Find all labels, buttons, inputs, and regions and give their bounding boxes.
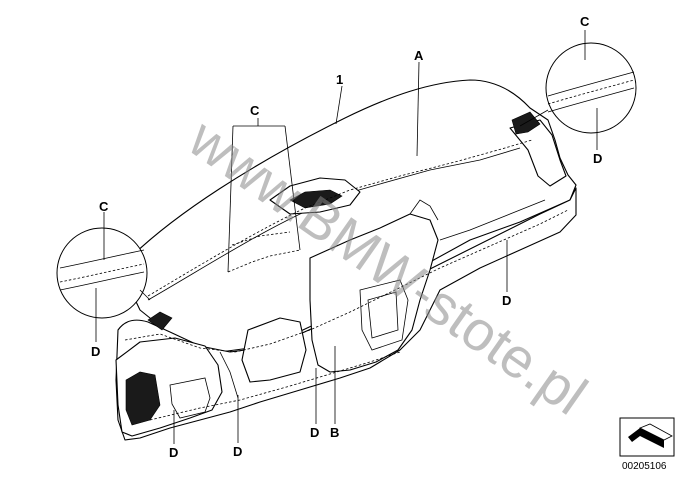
label-D-right-side: D <box>502 293 511 308</box>
label-D-left-circle: D <box>91 344 100 359</box>
upper-cover <box>147 147 521 301</box>
label-1: 1 <box>336 72 343 87</box>
stitch-front-lower <box>149 351 401 421</box>
stitch-center <box>227 249 301 273</box>
stitch-center-2 <box>231 231 291 246</box>
circle-connector-left <box>139 289 151 301</box>
glovebox-outline <box>169 377 211 419</box>
navigation-arrow-icon <box>619 417 675 457</box>
dash-top-panel <box>119 79 577 353</box>
label-B: B <box>330 425 339 440</box>
detail-circle-left <box>56 227 148 319</box>
label-C-left: C <box>99 199 109 214</box>
label-C-right: C <box>580 14 590 29</box>
detail-circle-right <box>545 42 637 134</box>
stitch-top <box>147 139 533 297</box>
center-frame <box>309 213 439 373</box>
stitch-front <box>124 209 569 353</box>
label-D-bottom-mid: D <box>233 444 242 459</box>
console-bracket <box>359 279 409 351</box>
structure-line-2 <box>219 351 239 399</box>
label-C-center: C <box>250 103 260 118</box>
structure-line-3 <box>409 199 439 221</box>
label-D-bottom-center: D <box>310 425 319 440</box>
label-D-bottom-left: D <box>169 445 178 460</box>
structure-line-1 <box>439 199 546 241</box>
circle-connector-right <box>519 109 549 127</box>
right-end <box>509 119 567 187</box>
console-bracket-inner <box>367 291 399 339</box>
leader-lines <box>95 30 598 444</box>
left-top-vent <box>147 311 173 331</box>
dashboard-illustration <box>115 79 577 441</box>
label-D-right-circle: D <box>593 151 602 166</box>
center-cutout <box>241 317 307 383</box>
left-vent <box>125 371 161 426</box>
document-number: 00205106 <box>622 461 667 472</box>
label-A: A <box>414 48 424 63</box>
